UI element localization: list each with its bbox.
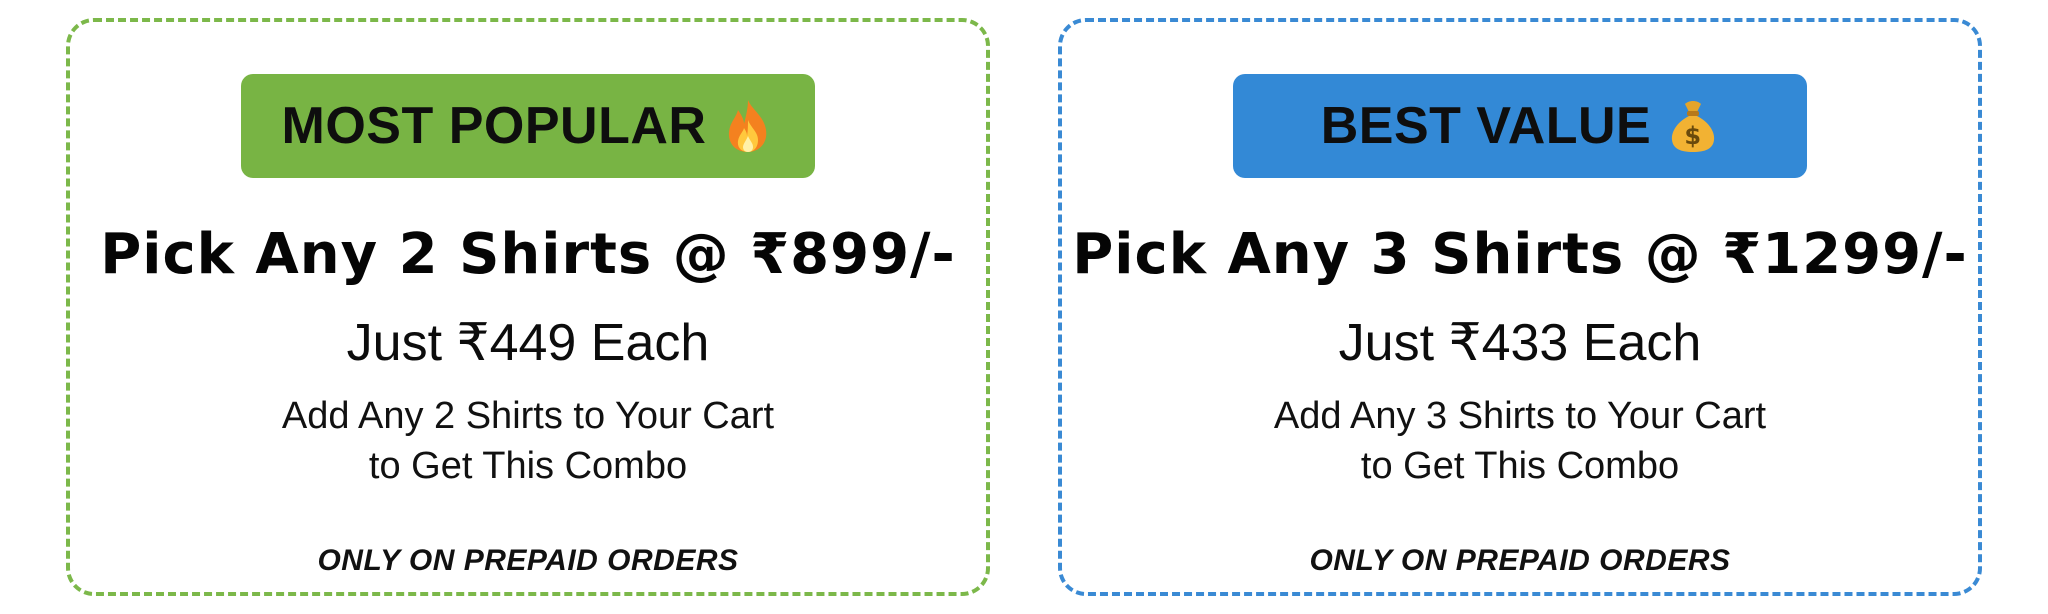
instruction-line-2: to Get This Combo: [1360, 445, 1680, 487]
per-shirt-price: Just ₹433 Each: [1338, 314, 1702, 372]
offer-title: Pick Any 3 Shirts @ ₹1299/-: [1072, 222, 1968, 287]
combo-offers: MOST POPULAR Pick Any 2 Shirts @ ₹899/- …: [66, 18, 1982, 596]
badge-label: MOST POPULAR: [281, 97, 707, 155]
best-value-badge: BEST VALUE $: [1233, 74, 1807, 178]
per-shirt-price: Just ₹449 Each: [346, 314, 710, 372]
money-bag-icon: $: [1667, 98, 1719, 154]
instruction-line-1: Add Any 3 Shirts to Your Cart: [1273, 395, 1767, 437]
instruction-line-2: to Get This Combo: [368, 445, 688, 487]
prepaid-note: ONLY ON PREPAID ORDERS: [317, 544, 739, 577]
badge-label: BEST VALUE: [1320, 97, 1652, 155]
offer-card-3-shirts[interactable]: BEST VALUE $ Pick Any 3 Shirts @ ₹1299/-…: [1058, 18, 1982, 596]
svg-text:$: $: [1685, 122, 1702, 150]
prepaid-note: ONLY ON PREPAID ORDERS: [1309, 544, 1731, 577]
offer-card-2-shirts[interactable]: MOST POPULAR Pick Any 2 Shirts @ ₹899/- …: [66, 18, 990, 596]
most-popular-badge: MOST POPULAR: [241, 74, 815, 178]
fire-icon: [722, 98, 774, 154]
offer-title: Pick Any 2 Shirts @ ₹899/-: [100, 222, 956, 287]
instruction-line-1: Add Any 2 Shirts to Your Cart: [281, 395, 775, 437]
combo-instruction: Add Any 2 Shirts to Your Cart to Get Thi…: [282, 391, 774, 491]
combo-instruction: Add Any 3 Shirts to Your Cart to Get Thi…: [1274, 391, 1766, 491]
